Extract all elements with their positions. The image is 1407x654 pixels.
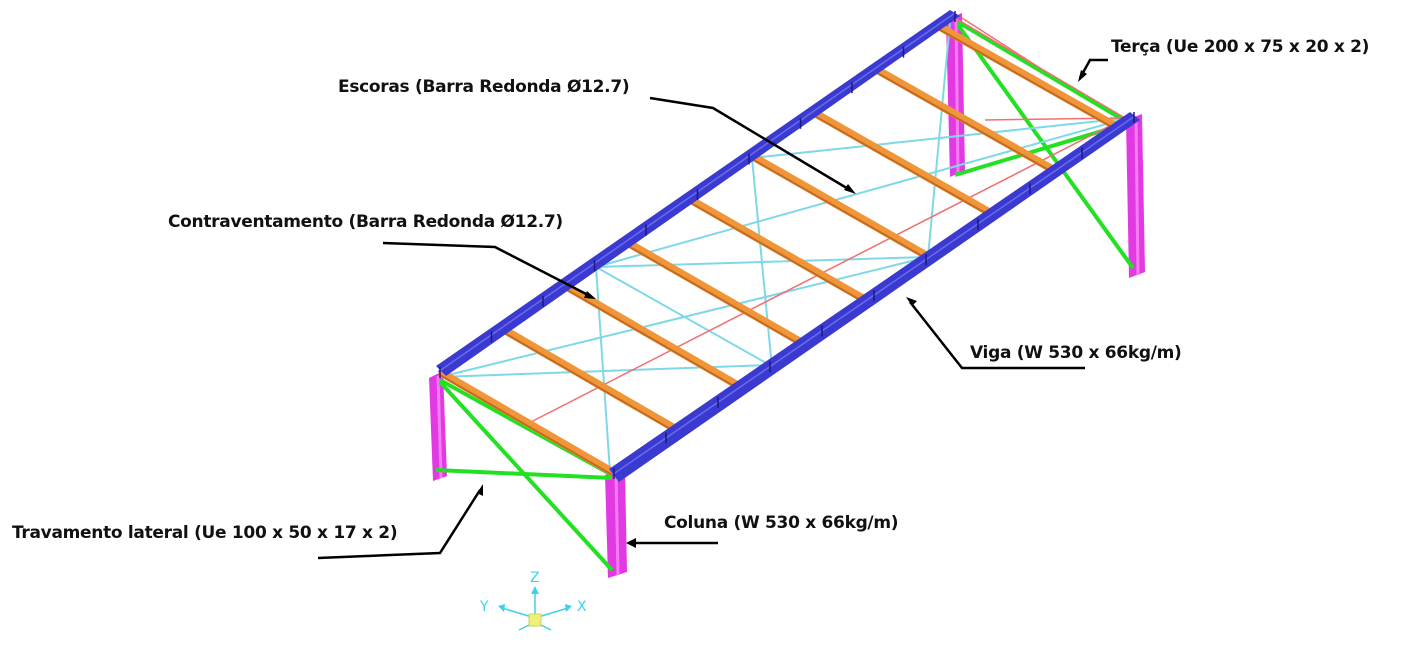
arrowhead-contraventamento xyxy=(584,291,596,299)
labels: Terça (Ue 200 x 75 x 20 x 2) Escoras (Ba… xyxy=(12,37,1369,543)
lateral-diag-back-b xyxy=(956,23,1135,270)
purlin-flange xyxy=(939,28,1119,132)
label-travamento: Travamento lateral (Ue 100 x 50 x 17 x 2… xyxy=(12,523,397,543)
purlin xyxy=(500,325,680,434)
bracing-rod xyxy=(439,364,771,378)
label-terca: Terça (Ue 200 x 75 x 20 x 2) xyxy=(1111,37,1369,57)
leader-contraventamento xyxy=(382,241,591,298)
axis-label-z: Z xyxy=(530,570,540,586)
lateral-strut-back xyxy=(954,120,1133,177)
beam-stiffeners xyxy=(439,11,1135,479)
leader-viga xyxy=(909,301,1085,370)
purlin xyxy=(812,109,995,218)
purlin-flange xyxy=(876,71,1056,175)
origin-marker-icon xyxy=(528,613,542,627)
lateral-diag-back-a xyxy=(956,20,1134,127)
bracing-rod xyxy=(595,266,776,369)
purlin xyxy=(625,239,806,347)
bracing-rod xyxy=(595,266,611,473)
arrowhead-viga xyxy=(906,297,917,306)
label-contraventamento: Contraventamento (Barra Redonda Ø12.7) xyxy=(168,212,563,232)
leader-escoras xyxy=(649,96,851,192)
purlin xyxy=(562,282,743,391)
purlin-flange xyxy=(751,158,930,262)
leader-travamento xyxy=(317,489,482,560)
bracing-rod xyxy=(927,21,951,258)
axis-label-x: X xyxy=(577,599,587,615)
purlin xyxy=(937,23,1121,132)
roof-bracing xyxy=(439,21,1129,473)
purlin-flange xyxy=(689,201,867,305)
purlin-flange xyxy=(439,374,615,477)
purlin xyxy=(750,152,932,261)
columns xyxy=(429,13,1145,578)
bracing-rod xyxy=(751,157,773,369)
column-back-right xyxy=(1126,114,1145,278)
purlin xyxy=(437,368,617,477)
purlins xyxy=(437,23,1121,477)
axis-triad: Z Y X xyxy=(479,570,587,631)
bracing-rod xyxy=(595,117,1129,268)
purlin xyxy=(687,195,869,304)
struts xyxy=(524,17,1126,426)
purlin-flange xyxy=(501,330,678,434)
strut-rod xyxy=(961,17,1041,69)
label-viga: Viga (W 530 x 66kg/m) xyxy=(970,343,1182,363)
purlin-flange xyxy=(814,115,993,218)
purlin-flange xyxy=(626,244,804,348)
label-escoras: Escoras (Barra Redonda Ø12.7) xyxy=(338,77,629,97)
column-front-left xyxy=(429,371,447,481)
column-front-right xyxy=(605,470,627,578)
label-coluna: Coluna (W 530 x 66kg/m) xyxy=(664,513,898,533)
purlin-flange xyxy=(564,287,741,391)
axis-label-y: Y xyxy=(479,599,489,615)
lateral-diag-front-b xyxy=(438,380,614,572)
leader-lines xyxy=(317,58,1108,560)
strut-rod xyxy=(524,117,1126,426)
arrowhead-terca xyxy=(1078,70,1087,82)
lateral-bracing xyxy=(435,20,1135,572)
arrowhead-escoras xyxy=(844,184,856,194)
arrowhead-travamento xyxy=(477,484,483,496)
arrowhead-coluna xyxy=(626,538,636,548)
purlin xyxy=(875,66,1058,175)
